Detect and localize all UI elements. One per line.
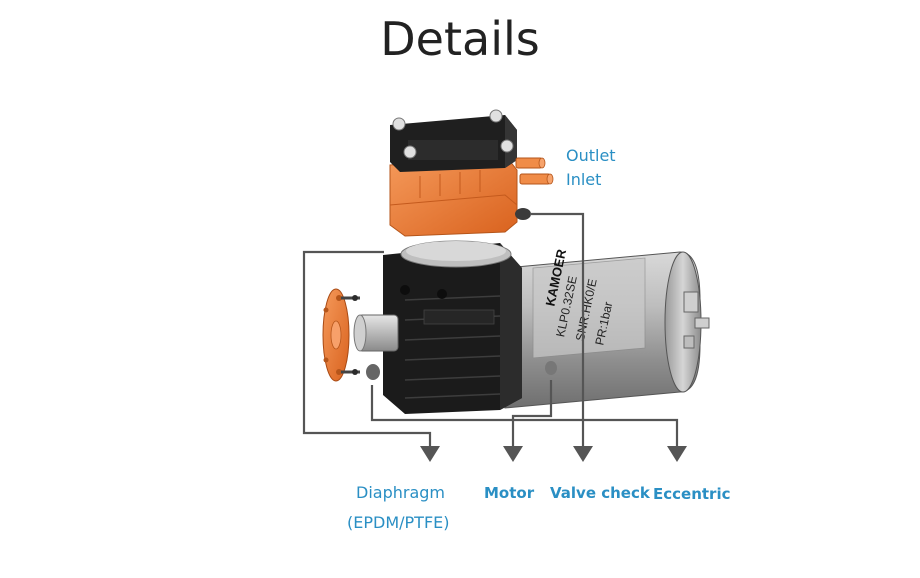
- leader-lines: [302, 212, 679, 458]
- pump-housing: [383, 240, 522, 414]
- page-title: Details: [380, 12, 540, 66]
- arrow-heads: [420, 446, 687, 462]
- flange-disc: [322, 288, 360, 382]
- label-diaphragm-material: (EPDM/PTFE): [347, 513, 450, 532]
- label-inlet: Inlet: [566, 170, 602, 189]
- motor-body: [504, 251, 710, 409]
- label-motor: Motor: [484, 484, 535, 502]
- label-diaphragm: Diaphragm: [356, 483, 445, 502]
- label-valve-check: Valve check: [550, 484, 650, 502]
- inlet-nozzle: [519, 173, 554, 185]
- label-outlet: Outlet: [566, 146, 616, 165]
- pump-head: [389, 109, 554, 237]
- eccentric-shaft: [353, 314, 399, 380]
- outlet-nozzle: [515, 157, 546, 169]
- label-eccentric: Eccentric: [653, 485, 731, 503]
